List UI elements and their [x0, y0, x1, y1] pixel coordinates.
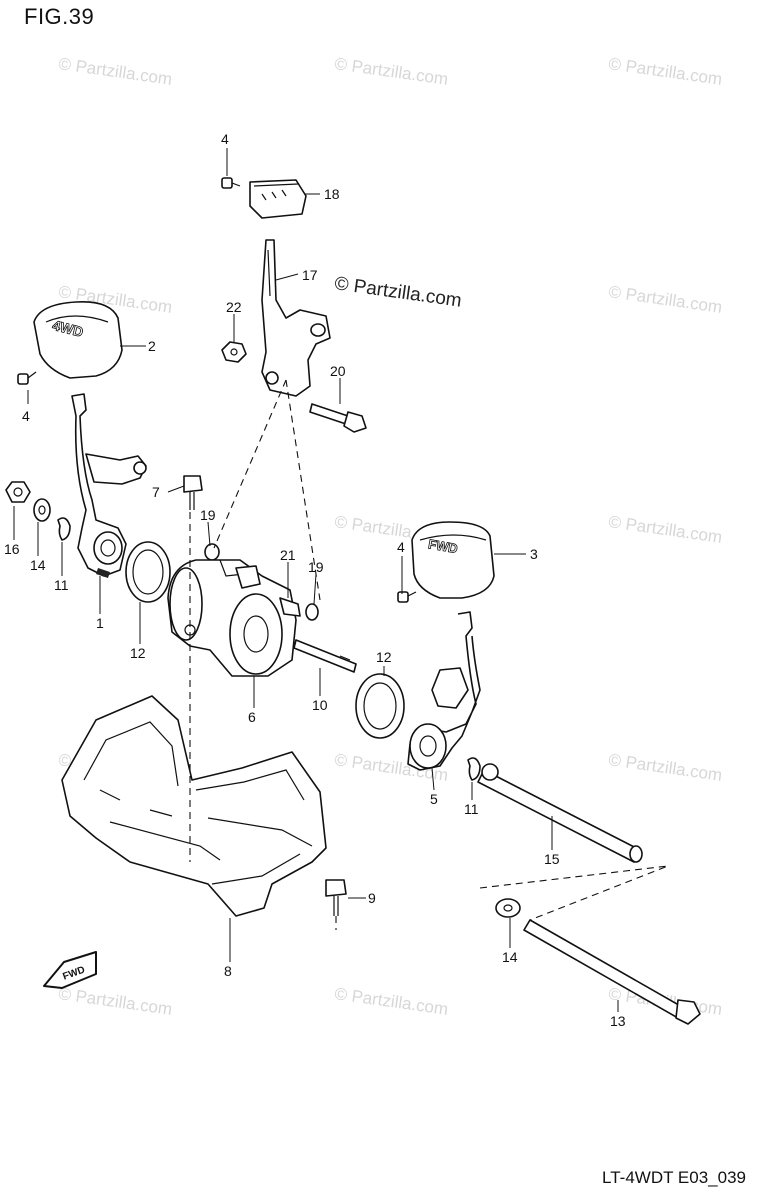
knob-3-lettering: FWD — [427, 536, 459, 556]
bracket-8 — [61, 695, 327, 917]
callout-14: 14 — [30, 557, 46, 573]
callout-13: 13 — [610, 1013, 626, 1029]
nut-16 — [5, 481, 31, 503]
clip-19-left — [204, 543, 220, 561]
fwd-direction-arrow: FWD — [43, 951, 97, 989]
callout-19: 19 — [308, 559, 324, 575]
seal-12-right — [355, 673, 405, 739]
bolt-13 — [523, 919, 701, 1025]
callout-12: 12 — [130, 645, 146, 661]
callout-20: 20 — [330, 363, 346, 379]
callout-12: 12 — [376, 649, 392, 665]
nut-22 — [221, 341, 247, 363]
assembly-line — [285, 379, 321, 601]
diagram-code: LT-4WDT E03_039 — [602, 1168, 746, 1187]
callout-11: 11 — [464, 801, 479, 817]
leader-lines — [13, 148, 619, 1012]
bolt-9 — [325, 879, 347, 916]
callout-19: 19 — [200, 507, 216, 523]
callout-17: 17 — [302, 267, 318, 283]
knob-3: FWD — [411, 521, 495, 599]
callout-14: 14 — [502, 949, 518, 965]
callout-10: 10 — [312, 697, 328, 713]
callout-11: 11 — [54, 577, 69, 593]
bolt-7 — [183, 475, 203, 510]
bolt-4-left — [17, 371, 37, 385]
callout-2: 2 — [148, 338, 156, 354]
callout-9: 9 — [368, 890, 376, 906]
callout-5: 5 — [430, 791, 438, 807]
shaft-15 — [477, 763, 643, 863]
clip-19-right — [305, 603, 319, 621]
pin-21 — [279, 597, 301, 617]
callout-1: 1 — [96, 615, 104, 631]
callout-4: 4 — [397, 539, 405, 555]
lever-1 — [71, 393, 147, 578]
callout-7: 7 — [152, 484, 160, 500]
knob-2-lettering: 4WD — [51, 317, 85, 340]
shift-lever-17 — [261, 239, 331, 397]
callout-3: 3 — [530, 546, 538, 562]
assembly-line — [213, 379, 287, 549]
bolt-20 — [309, 403, 367, 433]
shaft-10 — [293, 639, 357, 673]
callout-16: 16 — [4, 541, 20, 557]
knob-2: 4WD — [33, 301, 123, 379]
callout-18: 18 — [324, 186, 340, 202]
callout-15: 15 — [544, 851, 560, 867]
callout-22: 22 — [226, 299, 242, 315]
callout-8: 8 — [224, 963, 232, 979]
clip-11-left — [57, 517, 71, 541]
bolt-4-top — [221, 177, 241, 189]
callout-6: 6 — [248, 709, 256, 725]
washer-14-right — [495, 898, 521, 918]
lever-5 — [407, 611, 481, 771]
callout-21: 21 — [280, 547, 296, 563]
clip-11-right — [467, 757, 481, 781]
seal-12-left — [125, 541, 171, 603]
housing-6 — [167, 559, 297, 677]
knob-18 — [249, 179, 307, 219]
figure-title: FIG.39 — [24, 4, 95, 29]
assembly-line — [479, 865, 669, 921]
callout-4: 4 — [22, 408, 30, 424]
callout-4: 4 — [221, 131, 229, 147]
washer-14-left — [33, 498, 51, 522]
bolt-4-right — [397, 591, 417, 603]
